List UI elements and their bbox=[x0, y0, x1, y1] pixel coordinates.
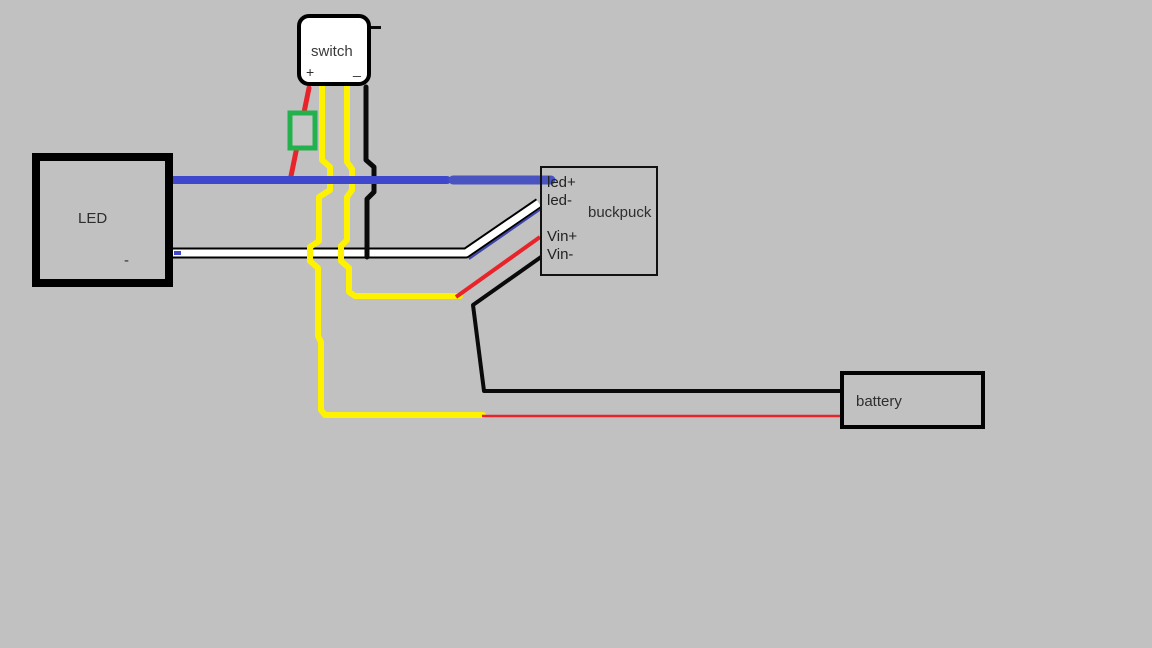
led-minus-terminal: - bbox=[124, 252, 129, 269]
buckpuck-pin-led-minus: led- bbox=[547, 192, 573, 209]
vin-minus-black-wire bbox=[471, 255, 843, 393]
led-box: LED - bbox=[32, 153, 173, 287]
led-minus-white-wire bbox=[172, 200, 541, 257]
yellow-wire-left bbox=[307, 83, 486, 418]
vin-plus-red-diagonal bbox=[454, 235, 542, 299]
buckpuck-pin-vin-minus: Vin- bbox=[547, 246, 574, 263]
switch-box: switch + _ bbox=[297, 14, 371, 86]
white-wire-navy-edge bbox=[468, 208, 542, 260]
buckpuck-pin-led-plus: led+ bbox=[547, 174, 576, 191]
switch-minus-black-wire bbox=[363, 84, 377, 260]
switch-label: switch bbox=[311, 43, 353, 60]
switch-plus-terminal: + bbox=[306, 64, 315, 80]
buckpuck-label: buckpuck bbox=[588, 204, 652, 221]
led-label: LED bbox=[78, 210, 108, 227]
resistor-rect bbox=[287, 110, 318, 151]
buckpuck-box: buckpuck led+ led- Vin+ Vin- bbox=[540, 166, 658, 276]
battery-box: battery bbox=[840, 371, 985, 429]
yellow-wire-right bbox=[338, 83, 463, 299]
battery-label: battery bbox=[856, 393, 902, 410]
led-minus-white-wire-outline bbox=[172, 198, 543, 259]
switch-minus-terminal: _ bbox=[353, 61, 361, 77]
buckpuck-pin-vin-plus: Vin+ bbox=[547, 228, 578, 245]
